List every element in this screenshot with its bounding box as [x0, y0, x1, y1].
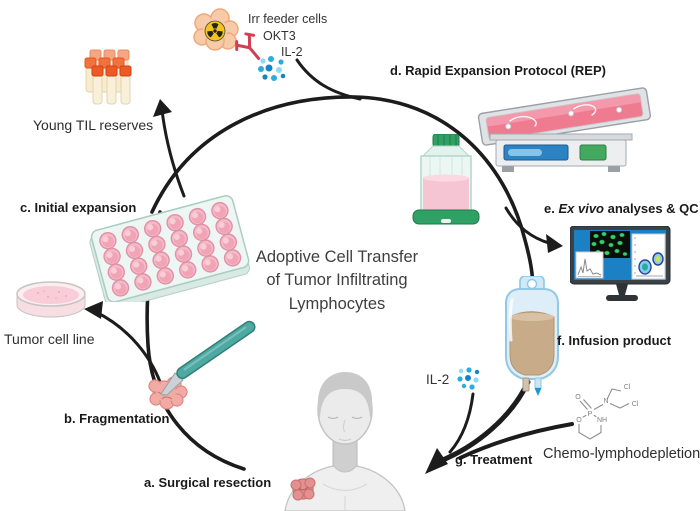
label-irr-feeder-cells: Irr feeder cells: [248, 12, 328, 26]
petri-dish-icon: [16, 281, 86, 318]
well-plate-icon: [89, 195, 250, 302]
flow-cytometry-panel: [631, 233, 666, 280]
il2-molecules-icon: [258, 56, 286, 81]
arc-c-to-f: [150, 95, 535, 294]
label-step-e: e. Ex vivo analyses & QC: [544, 201, 699, 216]
atom-label: N: [603, 398, 608, 405]
arrowhead-treatment: [425, 448, 448, 474]
diagram-title: Adoptive Cell Transfer of Tumor Infiltra…: [255, 248, 419, 313]
arrow-il2-to-treatment: [448, 392, 475, 454]
iv-bag-icon: [505, 276, 559, 396]
scalpel-icon: [160, 320, 256, 397]
label-step-c: c. Initial expansion: [20, 200, 137, 215]
arrow-bag-to-treatment: [435, 379, 531, 465]
shoulder-tumor-icon: [290, 477, 316, 501]
arrowhead-cryovials: [153, 99, 172, 117]
atom-label: O: [576, 417, 582, 424]
grex-flask-icon: [412, 134, 480, 225]
antibody-icon: [235, 32, 261, 60]
label-il2-treatment: IL-2: [426, 372, 450, 387]
scalpel-tumor-icon: [148, 320, 256, 410]
label-step-e-exvivo: Ex vivo: [558, 201, 604, 216]
label-step-e-suffix: analyses & QC: [604, 201, 699, 216]
atom-label: Cl: [632, 401, 639, 408]
label-chemo-lymphodepletion: Chemo-lymphodepletion: [543, 446, 700, 462]
atom-label: NH: [597, 417, 607, 424]
label-step-e-prefix: e.: [544, 201, 559, 216]
cryovials-icon: [84, 49, 132, 105]
label-step-f: f. Infusion product: [557, 333, 672, 348]
arrowhead-monitor: [546, 234, 563, 253]
label-il2-top: IL-2: [281, 45, 303, 59]
patient-figure: [284, 372, 406, 511]
arrow-to-monitor: [504, 206, 551, 245]
radioactive-icon: [207, 23, 223, 38]
il2-molecules-icon: [457, 367, 480, 390]
arrowhead-petri: [84, 301, 103, 319]
monitor-qc-icon: [570, 226, 671, 301]
histogram-panel: [575, 251, 604, 279]
label-step-d: d. Rapid Expansion Protocol (REP): [390, 63, 606, 78]
wave-bioreactor-icon: [477, 87, 652, 172]
label-step-a: a. Surgical resection: [144, 475, 272, 490]
label-tumor-cell-line: Tumor cell line: [4, 331, 95, 347]
arrow-to-petri: [94, 310, 165, 392]
label-young-til-reserves: Young TIL reserves: [33, 117, 154, 133]
arc-reagents-join: [295, 58, 362, 101]
atom-label: Cl: [624, 384, 631, 391]
label-okt3: OKT3: [263, 29, 296, 43]
cyclophosphamide-structure-icon: O O P NH N Cl Cl: [574, 384, 639, 440]
arrow-to-cryovials: [160, 108, 186, 198]
arrow-chemo-to-treatment: [458, 422, 574, 460]
label-step-g: g. Treatment: [455, 452, 533, 467]
atom-label: O: [575, 394, 581, 401]
label-step-b: b. Fragmentation: [64, 411, 170, 426]
atom-label: P: [588, 411, 593, 418]
irradiated-feeder-cells-icon: [193, 8, 239, 51]
